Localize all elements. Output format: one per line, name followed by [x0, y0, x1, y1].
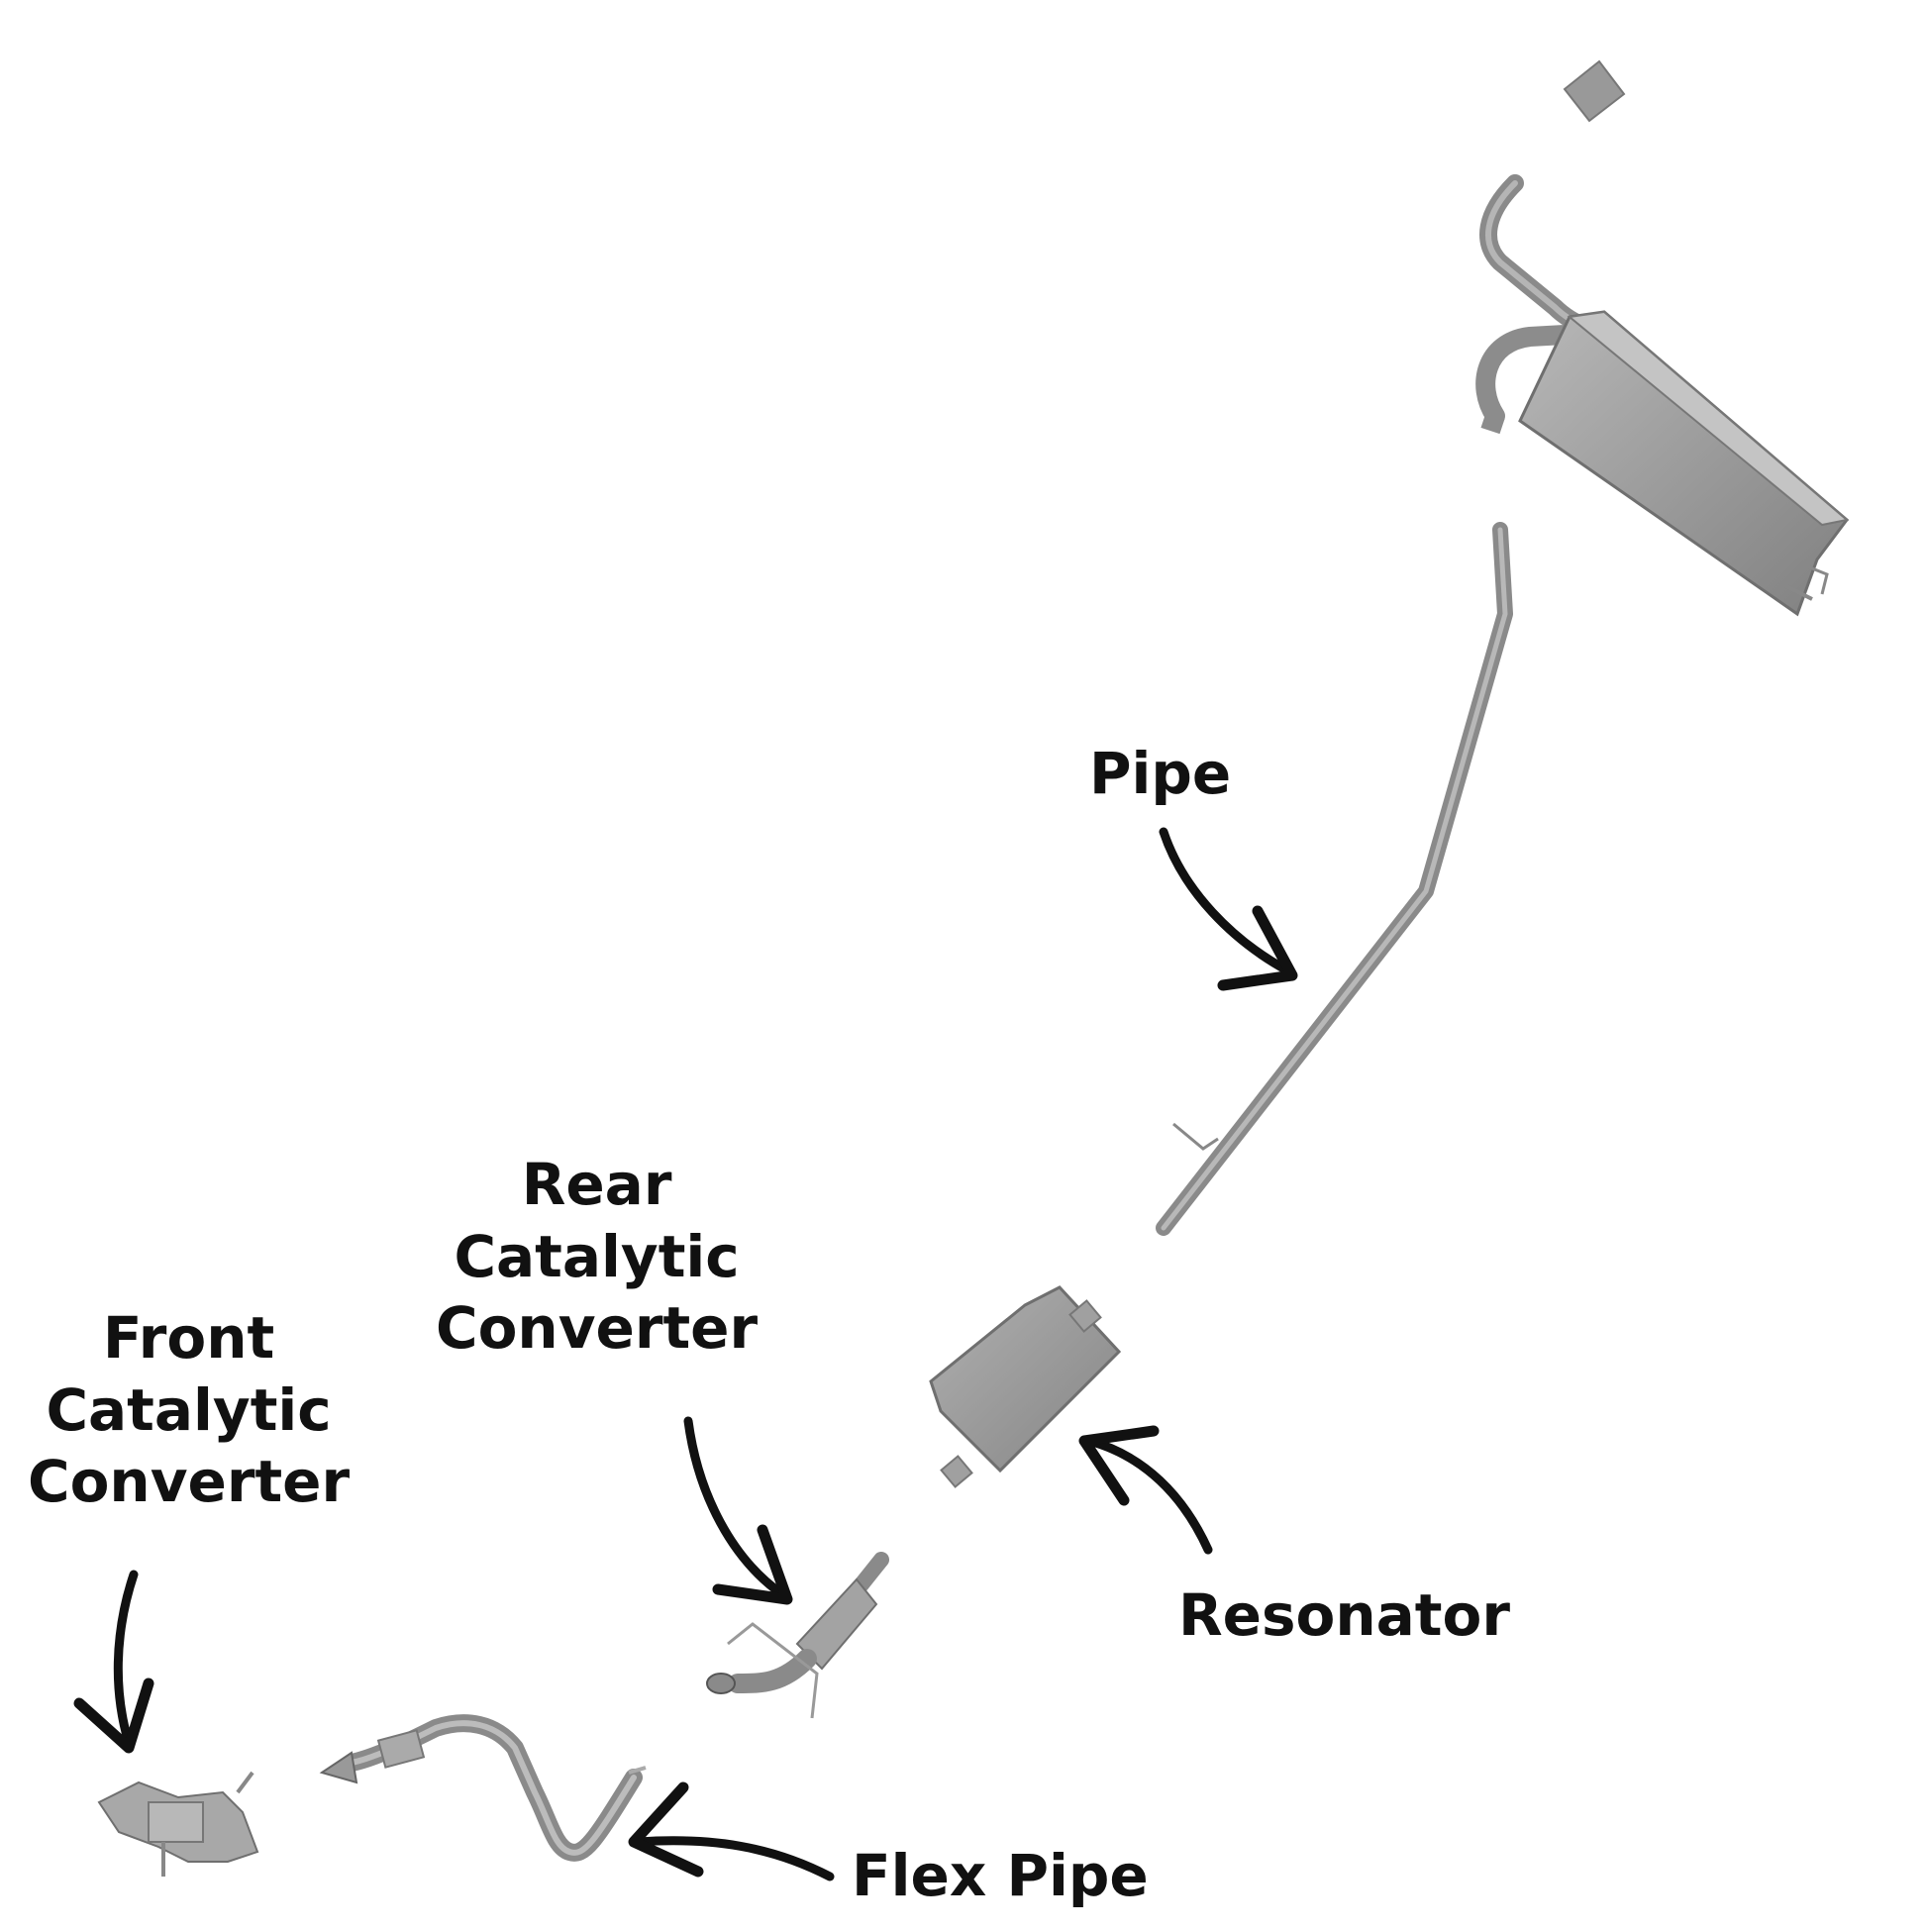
arrow-resonator	[1078, 1425, 1213, 1555]
label-flex-pipe: Flex Pipe	[852, 1842, 1149, 1909]
flex-pipe	[319, 1714, 647, 1862]
label-resonator: Resonator	[1178, 1581, 1510, 1649]
label-rear-catalytic-converter: Rear Catalytic Converter	[436, 1151, 759, 1362]
resonator	[929, 1285, 1122, 1488]
arrow-front-cat	[73, 1570, 154, 1754]
arrow-rear-cat	[683, 1416, 793, 1605]
exhaust-tip	[1563, 59, 1626, 123]
rear-catalytic-converter	[706, 1552, 889, 1719]
label-pipe: Pipe	[1089, 740, 1232, 807]
front-catalytic-converter	[97, 1771, 259, 1877]
intermediate-pipe	[1156, 522, 1513, 1236]
label-front-catalytic-converter: Front Catalytic Converter	[28, 1304, 351, 1515]
arrow-flex-pipe	[628, 1781, 835, 1881]
tailpipe	[1479, 174, 1593, 336]
arrow-pipe	[1159, 827, 1298, 991]
muffler	[1475, 310, 1850, 617]
